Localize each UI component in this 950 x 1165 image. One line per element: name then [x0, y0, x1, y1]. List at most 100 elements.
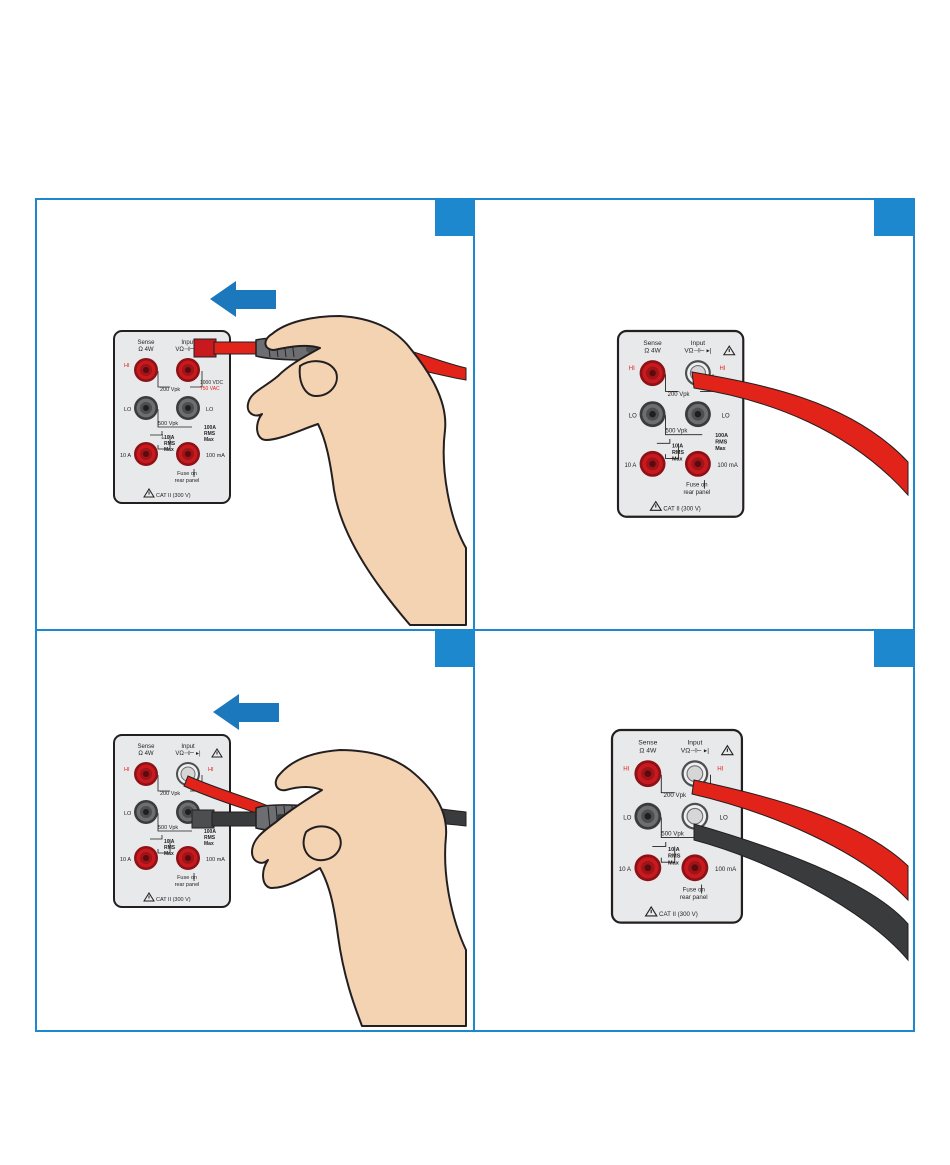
hand: [251, 749, 467, 1027]
a10-label: 10 A: [624, 463, 636, 469]
input-label: Input: [181, 744, 195, 750]
v500-label: 500 Vpk: [666, 429, 688, 435]
jack-sense-lo: [639, 401, 666, 428]
hi-label-sense: HI: [629, 366, 635, 372]
corner-tab-icon: [435, 631, 475, 667]
a100-bot: Max: [204, 841, 214, 847]
lo-label-input: LO: [720, 815, 728, 822]
a100-top: 100A: [715, 433, 728, 439]
hi-label-sense: HI: [124, 363, 130, 369]
a100-top: 100A: [204, 425, 216, 431]
step-4-panel: Sense Ω 4W Input VΩ⊣⊢ ▸| HI HI LO LO 200…: [610, 728, 909, 962]
a10-bot: Max: [164, 851, 174, 857]
fuse-label-1: Fuse on: [686, 483, 707, 489]
cat-label: CAT II (300 V): [156, 493, 191, 499]
cat-label: CAT II (300 V): [663, 506, 700, 512]
a100-bot: Max: [715, 446, 726, 452]
a100-top: 100A: [204, 829, 216, 835]
lo-label-sense: LO: [629, 413, 637, 419]
lo-label-sense: LO: [623, 815, 631, 822]
input-label: Input: [687, 740, 702, 747]
jack-10a: [634, 854, 662, 882]
a10-label: 10 A: [120, 453, 131, 459]
jack-100ma: [681, 854, 709, 882]
v200-label: 200 Vpk: [160, 387, 180, 393]
input-sub-label: VΩ⊣⊢ ▸|: [175, 750, 201, 757]
a10-bot: Max: [668, 860, 680, 866]
v500-label: 500 Vpk: [158, 825, 178, 831]
sense-sub-label: Ω 4W: [639, 747, 657, 754]
a10-top: 10 A: [164, 839, 175, 845]
jack-100ma: [176, 442, 200, 466]
lo-label-sense: LO: [124, 811, 132, 817]
jack-10a: [639, 450, 666, 477]
red-lead: [691, 779, 909, 902]
input-label: Input: [691, 340, 706, 347]
hi-label-input: HI: [208, 767, 214, 773]
sense-label: Sense: [137, 340, 155, 346]
sense-sub-label: Ω 4W: [138, 347, 153, 353]
a10-bot: Max: [672, 457, 683, 463]
cat-label: CAT II (300 V): [156, 897, 191, 903]
step-3-panel: Sense Ω 4W Input VΩ⊣⊢ ▸| HI HI LO 200 Vp…: [113, 694, 467, 1027]
ma100-label: 100 mA: [206, 857, 225, 863]
jack-100ma: [684, 450, 711, 477]
a10-top: 10 A: [672, 444, 683, 450]
hi-label-input: HI: [720, 366, 726, 372]
jack-input-lo: [684, 401, 711, 428]
jack-100ma: [176, 846, 200, 870]
fuse-label-1: Fuse on: [177, 471, 197, 477]
jack-sense-lo: [634, 802, 662, 830]
sense-sub-label: Ω 4W: [644, 348, 661, 355]
ground-symbol-icon: ⏚: [160, 434, 166, 441]
lo-label-input: LO: [722, 413, 730, 419]
a100-mid: RMS: [204, 835, 216, 841]
corner-tab-icon: [874, 631, 914, 667]
jack-sense-hi: [634, 760, 662, 788]
v500-label: 500 Vpk: [158, 421, 178, 427]
left-arrow-icon: [210, 281, 276, 317]
left-arrow-icon: [213, 694, 279, 730]
v200-label: 200 Vpk: [160, 791, 180, 797]
jack-10a: [134, 442, 158, 466]
sense-label: Sense: [643, 340, 662, 347]
red-lead: [691, 371, 909, 497]
fuse-label-1: Fuse on: [177, 875, 197, 881]
fuse-label-2: rear panel: [175, 882, 200, 888]
input-sub-label: VΩ⊣⊢ ▸|: [681, 747, 709, 754]
ma100-label: 100 mA: [715, 866, 737, 873]
lo-label-input: LO: [206, 407, 214, 413]
a100-mid: RMS: [204, 431, 216, 437]
input-sub-label: VΩ⊣⊢ ▸|: [684, 348, 711, 355]
a10-bot: Max: [164, 447, 174, 453]
input-label: Input: [181, 340, 195, 346]
corner-tab-icon: [874, 200, 914, 236]
v200-label: 200 Vpk: [668, 392, 690, 398]
fuse-label-2: rear panel: [680, 894, 708, 901]
hi-label-sense: HI: [623, 765, 629, 772]
jack-input-hi: [176, 358, 200, 382]
a10-mid: RMS: [668, 854, 681, 860]
sense-label: Sense: [137, 744, 155, 750]
v200-label: 200 Vpk: [664, 792, 688, 799]
black-lead: [693, 823, 909, 962]
jack-sense-lo: [134, 396, 158, 420]
hi-label-input: HI: [717, 765, 723, 772]
vac-label: 750 VAC: [200, 386, 220, 392]
a10-mid: RMS: [164, 845, 176, 851]
a10-label: 10 A: [619, 866, 632, 873]
jack-input-lo: [176, 396, 200, 420]
jack-sense-hi: [134, 358, 158, 382]
a10-label: 10 A: [120, 857, 131, 863]
a100-bot: Max: [204, 437, 214, 443]
fuse-label-2: rear panel: [175, 478, 200, 484]
step-2-panel: Sense Ω 4W Input VΩ⊣⊢ ▸| HI HI LO LO 200…: [616, 329, 909, 518]
hi-label-sense: HI: [124, 767, 130, 773]
step-1-panel: Sense Ω 4W Input VΩ⊣⊢ ▸| HI LO LO 200 Vp…: [113, 281, 467, 626]
sense-sub-label: Ω 4W: [138, 751, 153, 757]
corner-tab-icon: [435, 200, 475, 236]
a10-top: 10 A: [164, 435, 175, 441]
a10-mid: RMS: [164, 441, 176, 447]
vdc-label: 1000 VDC: [200, 380, 223, 386]
